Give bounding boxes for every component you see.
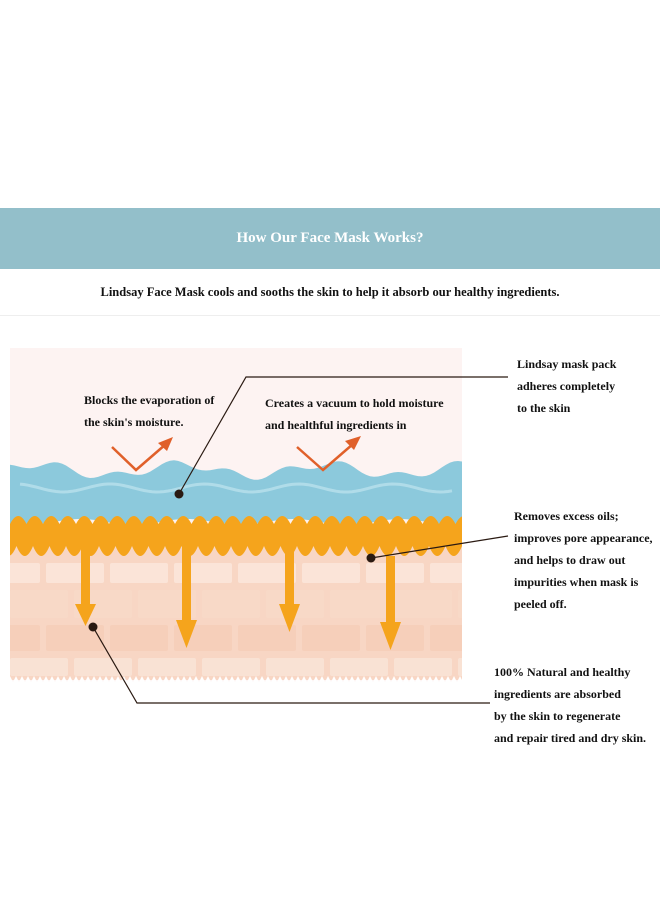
evaporation-arrow-left xyxy=(111,437,173,472)
absorption-arrow xyxy=(176,545,197,648)
subtitle-text: Lindsay Face Mask cools and sooths the s… xyxy=(100,284,560,299)
leader-line-skin xyxy=(92,626,490,704)
subtitle-bar: Lindsay Face Mask cools and sooths the s… xyxy=(0,269,660,316)
absorption-arrow xyxy=(75,545,96,626)
absorption-arrow xyxy=(279,545,300,632)
skin-cell xyxy=(430,563,462,583)
skin-cell xyxy=(46,563,104,583)
mask-layer xyxy=(10,460,462,525)
leader-dot-oil xyxy=(366,553,376,563)
skin-cell xyxy=(394,590,452,618)
skin-cell xyxy=(10,590,68,618)
annotation-adheres: Lindsay mask pack adheres completely to … xyxy=(517,357,617,415)
skin-cell xyxy=(330,658,388,676)
skin-cell xyxy=(330,590,388,618)
skin-cell xyxy=(138,658,196,676)
skin-cell xyxy=(458,658,462,676)
skin-cell xyxy=(458,590,462,618)
skin-cell xyxy=(74,658,132,676)
skin-cell xyxy=(46,625,104,651)
skin-cell xyxy=(202,658,260,676)
annotation-absorbed: 100% Natural and healthy ingredients are… xyxy=(494,665,647,745)
skin-cell xyxy=(202,590,260,618)
annotation-vacuum: Creates a vacuum to hold moisture and he… xyxy=(265,396,444,432)
skin-cell xyxy=(10,625,40,651)
annotation-evaporation: Blocks the evaporation of the skin's moi… xyxy=(84,393,215,429)
leader-dot-skin xyxy=(88,622,98,632)
skin-cell xyxy=(10,658,68,676)
skin-cell xyxy=(302,563,360,583)
skin-cell xyxy=(394,658,452,676)
annotation-removes-oils: Removes excess oils; improves pore appea… xyxy=(514,509,653,611)
skin-cell xyxy=(110,625,168,651)
skin-cell xyxy=(110,563,168,583)
evaporation-arrow-right xyxy=(296,436,361,472)
skin-cell xyxy=(238,625,296,651)
skin-cell xyxy=(138,590,196,618)
skin-cell xyxy=(302,625,360,651)
leader-line-mask xyxy=(178,376,508,495)
leader-line-oil xyxy=(370,535,509,559)
page-title: How Our Face Mask Works? xyxy=(236,230,424,246)
mask-texture xyxy=(19,482,453,494)
skin-cell xyxy=(266,658,324,676)
leader-dot-mask xyxy=(174,489,184,499)
skin-cell xyxy=(10,563,40,583)
page-title-banner: How Our Face Mask Works? xyxy=(0,208,660,269)
skin-cell xyxy=(238,563,296,583)
skin-cell xyxy=(430,625,462,651)
absorption-arrow xyxy=(380,556,401,650)
oil-layer xyxy=(10,516,462,556)
